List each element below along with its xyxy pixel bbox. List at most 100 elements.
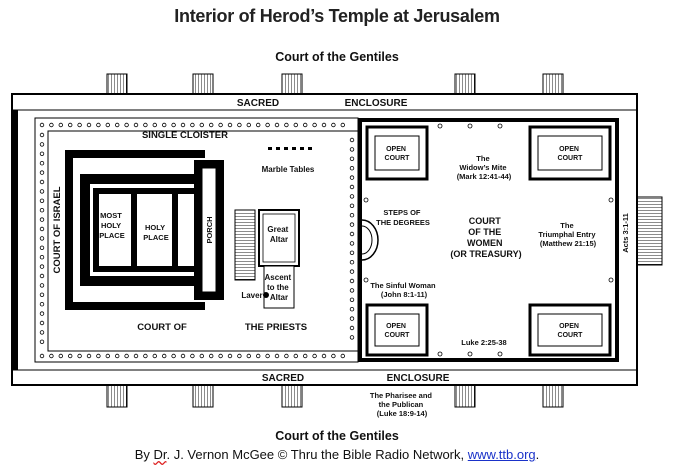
column-dot	[321, 353, 327, 359]
the-priests-label: THE PRIESTS	[245, 322, 307, 333]
column-dot	[152, 122, 157, 128]
column-dot	[349, 147, 355, 152]
column-dot	[349, 297, 355, 302]
credit-line: By Dr. J. Vernon McGee © Thru the Bible …	[0, 447, 674, 462]
column-dot	[152, 353, 157, 359]
porch-label: PORCH	[205, 216, 214, 243]
ascent-label: Ascent to the Altar	[265, 273, 294, 302]
triumphal-entry-label: The Triumphal Entry (Matthew 21:15)	[538, 221, 597, 248]
women-court-columns	[363, 123, 614, 357]
column-dot	[39, 339, 45, 344]
column-dot	[180, 353, 186, 359]
column-dot	[349, 212, 355, 218]
column-dot	[208, 122, 214, 128]
sacred-bottom-label: SACRED	[262, 373, 304, 384]
column-dot	[349, 278, 355, 284]
column-dot	[331, 122, 336, 128]
column-dot	[265, 353, 270, 359]
column-dot	[349, 260, 355, 265]
bottom-gates	[106, 384, 564, 408]
column-dot	[143, 353, 148, 359]
column-dot	[349, 241, 355, 246]
column-dot	[349, 203, 355, 208]
open-court-label: OPEN COURT	[385, 323, 411, 339]
column-dot	[49, 353, 54, 359]
column-dot	[349, 288, 355, 293]
column-dot	[133, 122, 139, 128]
court-of-israel-label: COURT OF ISRAEL	[52, 186, 63, 273]
enclosure-top-label: ENCLOSURE	[345, 98, 408, 109]
column-dot	[39, 132, 45, 138]
column-dot	[39, 264, 45, 269]
column-dot	[349, 194, 355, 199]
great-altar-label: Great Altar	[267, 225, 290, 244]
column-dot	[133, 353, 139, 359]
column-dot	[190, 122, 195, 128]
column-dot	[312, 353, 317, 359]
column-dot	[349, 335, 355, 340]
column-dot	[274, 122, 280, 128]
court-of-women-walls	[358, 118, 619, 362]
column-dot	[349, 316, 355, 321]
column-dot	[86, 353, 92, 359]
column-dot	[293, 122, 298, 128]
column-dot	[303, 353, 308, 359]
column-dot	[349, 184, 355, 190]
great-altar	[234, 209, 300, 309]
column-dot	[96, 353, 101, 359]
sacred-top-label: SACRED	[237, 98, 279, 109]
column-dot	[171, 353, 176, 359]
credit-link[interactable]: www.ttb.org	[467, 447, 536, 462]
column-dot	[143, 122, 148, 128]
holy-place-label: HOLY PLACE	[143, 223, 168, 242]
column-dot	[39, 142, 45, 147]
column-dot	[293, 353, 298, 359]
column-dot	[124, 122, 129, 128]
column-dot	[39, 236, 45, 241]
column-dot	[39, 170, 45, 175]
column-dot	[349, 175, 355, 180]
court-gentiles-bottom-label: Court of the Gentiles	[275, 429, 399, 443]
column-dot	[284, 122, 289, 128]
open-courts	[365, 125, 612, 357]
column-dot	[39, 198, 45, 203]
column-dot	[105, 122, 110, 128]
column-dot	[284, 353, 289, 359]
marble-tables-label: Marble Tables	[262, 165, 315, 174]
column-dot	[256, 122, 261, 128]
column-dot	[349, 325, 355, 331]
column-dot	[49, 122, 54, 128]
column-dot	[349, 165, 355, 171]
column-dot	[180, 122, 186, 128]
column-dot	[77, 353, 82, 359]
column-dot	[39, 217, 45, 222]
column-dot	[349, 250, 355, 255]
column-dot	[218, 353, 223, 359]
luke-label: Luke 2:25-38	[461, 338, 506, 347]
column-dot	[331, 353, 336, 359]
diagram-title: Interior of Herod’s Temple at Jerusalem	[174, 6, 500, 26]
column-dot	[39, 245, 45, 250]
column-dot	[312, 122, 317, 128]
column-dot	[303, 122, 308, 128]
credit-author-first: Dr	[153, 447, 167, 462]
open-court-label: OPEN COURT	[558, 146, 584, 162]
colonnade-columns	[39, 122, 355, 359]
column-dot	[227, 122, 233, 128]
column-dot	[39, 330, 45, 335]
east-gate	[636, 196, 663, 266]
steps-label: STEPS OF THE DEGREES	[376, 208, 430, 227]
open-court-label: OPEN COURT	[558, 323, 584, 339]
open-court-label: OPEN COURT	[385, 146, 411, 162]
column-dot	[349, 307, 355, 312]
column-dot	[39, 353, 45, 359]
most-holy-place-label: MOST HOLY PLACE	[99, 211, 124, 240]
steps-of-degrees	[361, 219, 379, 261]
column-dot	[39, 273, 45, 279]
column-dot	[227, 353, 233, 359]
column-dot	[67, 122, 73, 128]
column-dot	[237, 353, 242, 359]
credit-end: .	[535, 447, 540, 462]
